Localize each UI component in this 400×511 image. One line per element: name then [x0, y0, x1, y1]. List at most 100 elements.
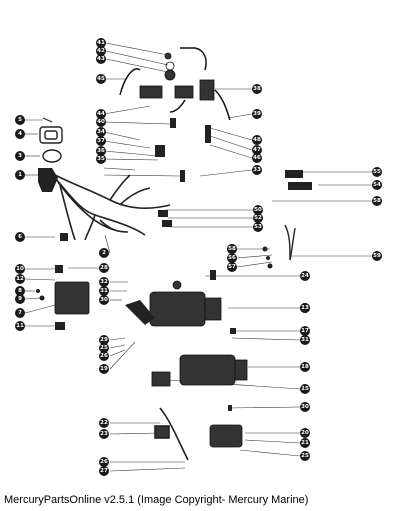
callout-23-badge: [99, 429, 109, 439]
callout-30-badge: [300, 402, 310, 412]
callout-40-label: 40: [97, 119, 105, 125]
callout-32-label: 32: [100, 279, 108, 285]
callout-25-label: 25: [301, 453, 309, 459]
callout-4-label: 4: [18, 131, 22, 137]
image-caption: MercuryPartsOnline v2.5.1 (Image Copyrig…: [4, 494, 309, 506]
callout-41-label: 41: [97, 40, 105, 46]
callout-58-label: 58: [373, 198, 381, 204]
callout-50-label: 50: [254, 207, 262, 213]
callout-9-badge: [15, 294, 25, 304]
callout-56-badge: [227, 253, 237, 263]
callout-4-badge: [15, 129, 25, 139]
callout-20-badge: [300, 428, 310, 438]
callout-27-label: 27: [100, 468, 108, 474]
callout-31-label: 31: [100, 288, 108, 294]
callout-26-badge: [99, 457, 109, 467]
jumper-lead-59: [284, 224, 296, 261]
starter-motor-18: [151, 354, 248, 387]
callout-43-label: 43: [97, 56, 105, 62]
callout-47-badge: [252, 145, 262, 155]
callout-46-label: 46: [253, 155, 261, 161]
main-harness-plug: [38, 168, 58, 192]
callout-31-badge: [300, 335, 310, 345]
callout-32-badge: [99, 277, 109, 287]
callout-30-label: 30: [100, 297, 108, 303]
callout-58-badge: [227, 244, 237, 254]
callout-19-badge: [99, 364, 109, 374]
callout-13-label: 13: [301, 305, 309, 311]
callout-58-label: 58: [228, 246, 236, 252]
bracket-19: [125, 300, 155, 325]
callout-19-label: 19: [100, 366, 108, 372]
callout-36-label: 36: [97, 148, 105, 154]
callout-22-label: 22: [100, 420, 108, 426]
callout-54-label: 54: [373, 182, 381, 188]
callout-42-label: 42: [97, 48, 105, 54]
callout-55-label: 55: [373, 169, 381, 175]
callout-22-badge: [99, 418, 109, 428]
callout-17-label: 17: [301, 328, 309, 334]
callout-54-badge: [372, 180, 382, 190]
top-bracket: [119, 47, 231, 121]
callout-36-badge: [96, 146, 106, 156]
wiring-harness: [54, 174, 171, 241]
diagram-lines: [24, 42, 372, 472]
callout-38-badge: [252, 84, 262, 94]
callout-1-badge: [15, 170, 25, 180]
solenoid-20: [209, 424, 243, 448]
callout-9-label: 9: [18, 296, 22, 302]
callout-34-badge: [96, 127, 106, 137]
callout-24-badge: [300, 271, 310, 281]
callout-15-badge: [300, 384, 310, 394]
callout-6-badge: [15, 232, 25, 242]
callout-40-badge: [96, 117, 106, 127]
callout-35-label: 35: [97, 156, 105, 162]
callout-26-label: 26: [100, 459, 108, 465]
callout-29-label: 29: [100, 337, 108, 343]
callout-43-badge: [96, 54, 106, 64]
callout-52-label: 52: [254, 215, 262, 221]
callout-31-badge: [99, 286, 109, 296]
callout-46-badge: [252, 153, 262, 163]
callout-badges: 5431610128971141424345443839404834373635…: [15, 38, 382, 476]
callout-27-badge: [99, 466, 109, 476]
callout-35-badge: [96, 154, 106, 164]
callout-2-label: 2: [102, 250, 106, 256]
callout-1-label: 1: [18, 172, 22, 178]
callout-25-badge: [99, 343, 109, 353]
callout-28-label: 28: [100, 265, 108, 271]
callout-45-badge: [96, 74, 106, 84]
callout-10-label: 10: [16, 266, 24, 272]
callout-41-badge: [96, 38, 106, 48]
callout-10-badge: [15, 264, 25, 274]
callout-25-label: 25: [100, 345, 108, 351]
callout-21-label: 21: [301, 440, 309, 446]
callout-15-label: 15: [301, 386, 309, 392]
callout-29-badge: [99, 335, 109, 345]
callout-13-badge: [300, 303, 310, 313]
callout-6-label: 6: [18, 234, 22, 240]
callout-7-badge: [15, 308, 25, 318]
callout-11-badge: [15, 321, 25, 331]
callout-52-badge: [253, 213, 263, 223]
callout-58-badge: [372, 196, 382, 206]
callout-38-label: 38: [253, 86, 261, 92]
callout-3-label: 3: [18, 153, 22, 159]
callout-39-label: 39: [253, 111, 261, 117]
callout-31-label: 31: [301, 337, 309, 343]
callout-59-badge: [372, 251, 382, 261]
callout-30-label: 30: [301, 404, 309, 410]
callout-37-badge: [96, 136, 106, 146]
callout-45-label: 45: [97, 76, 105, 82]
callout-53-label: 53: [254, 224, 262, 230]
callout-57-label: 57: [228, 264, 236, 270]
callout-50-badge: [253, 205, 263, 215]
callout-5-label: 5: [18, 117, 22, 123]
callout-18-badge: [300, 362, 310, 372]
starter-motor-14: [149, 280, 222, 327]
callout-39-badge: [252, 109, 262, 119]
callout-33-label: 33: [253, 167, 261, 173]
callout-17-badge: [300, 326, 310, 336]
callout-24-label: 24: [301, 273, 309, 279]
